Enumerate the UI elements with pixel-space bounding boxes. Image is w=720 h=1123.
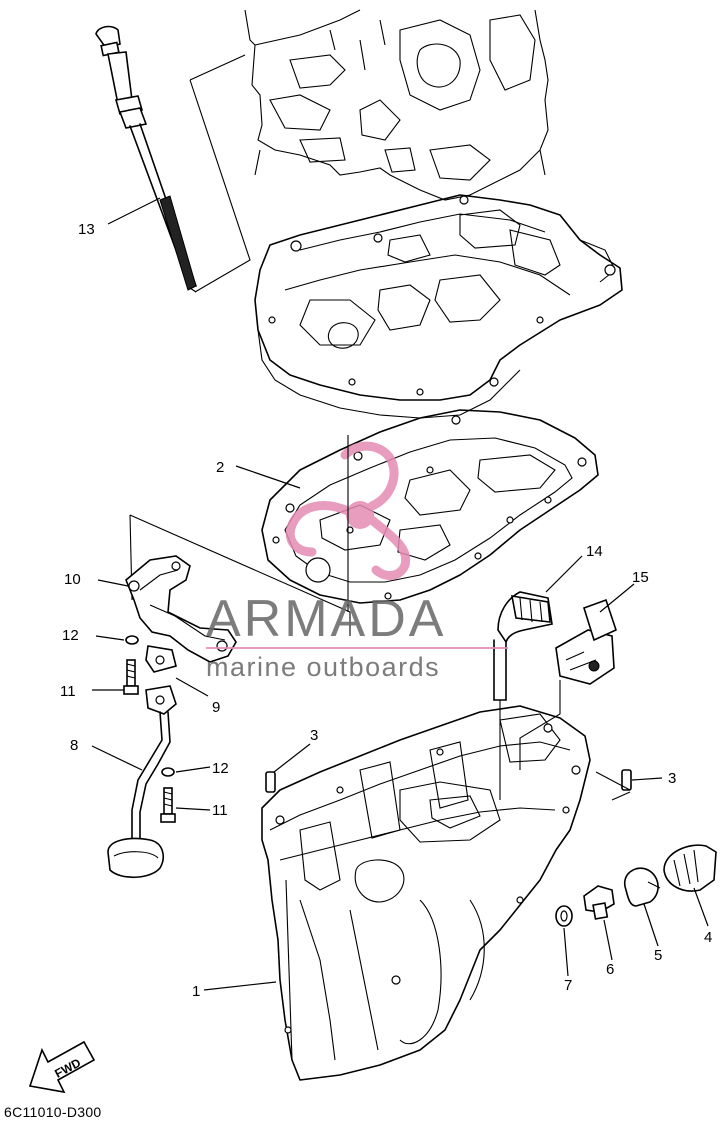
- callout-9: 9: [212, 699, 220, 716]
- exhaust-guide: [254, 194, 623, 419]
- callout-13: 13: [78, 221, 95, 238]
- washer-upper: [125, 635, 139, 645]
- callout-14: 14: [586, 543, 603, 560]
- oil-tube: [493, 591, 553, 701]
- bolt-lower: [160, 787, 176, 823]
- strainer-bracket: [125, 555, 237, 715]
- callout-2: 2: [216, 459, 224, 476]
- callout-8: 8: [70, 737, 78, 754]
- gasket-ring: [555, 905, 573, 927]
- watermark-tagline: marine outboards: [206, 652, 440, 682]
- dowel-pin-left: [265, 771, 276, 793]
- callout-3-left: 3: [310, 727, 318, 744]
- right-pin-guide: [595, 771, 631, 801]
- fwd-arrow: FWD: [28, 1040, 96, 1094]
- dowel-pin-right: [621, 769, 632, 791]
- callout-3-right: 3: [668, 770, 676, 787]
- oil-pan: [261, 705, 591, 1081]
- diagram-code: 6C11010-D300: [4, 1104, 102, 1120]
- engine-block-outline: [244, 9, 549, 201]
- callout-12-upper: 12: [62, 627, 79, 644]
- oil-fitting: [555, 598, 617, 685]
- watermark-brand: ARMADA: [206, 590, 446, 648]
- hose-clamp: [623, 867, 661, 907]
- leader-lines: [91, 197, 709, 991]
- callout-1: 1: [192, 983, 200, 1000]
- dipstick-frame: [189, 54, 251, 293]
- callout-6: 6: [606, 961, 614, 978]
- watermark-logo: [285, 441, 411, 580]
- bolt-upper: [123, 659, 139, 695]
- callout-11-upper: 11: [60, 683, 76, 700]
- oil-strainer: [107, 711, 171, 879]
- callout-11-lower: 11: [212, 802, 228, 819]
- dipstick: [95, 25, 197, 293]
- fitting-guide-line: [519, 680, 561, 770]
- washer-lower: [161, 767, 175, 777]
- callout-12-lower: 12: [212, 760, 229, 777]
- callout-4: 4: [704, 929, 712, 946]
- drain-plug: [583, 885, 615, 920]
- drain-cap: [663, 844, 717, 892]
- callout-5: 5: [654, 947, 662, 964]
- callout-7: 7: [564, 977, 572, 994]
- callout-15: 15: [632, 569, 649, 586]
- callout-10: 10: [64, 571, 81, 588]
